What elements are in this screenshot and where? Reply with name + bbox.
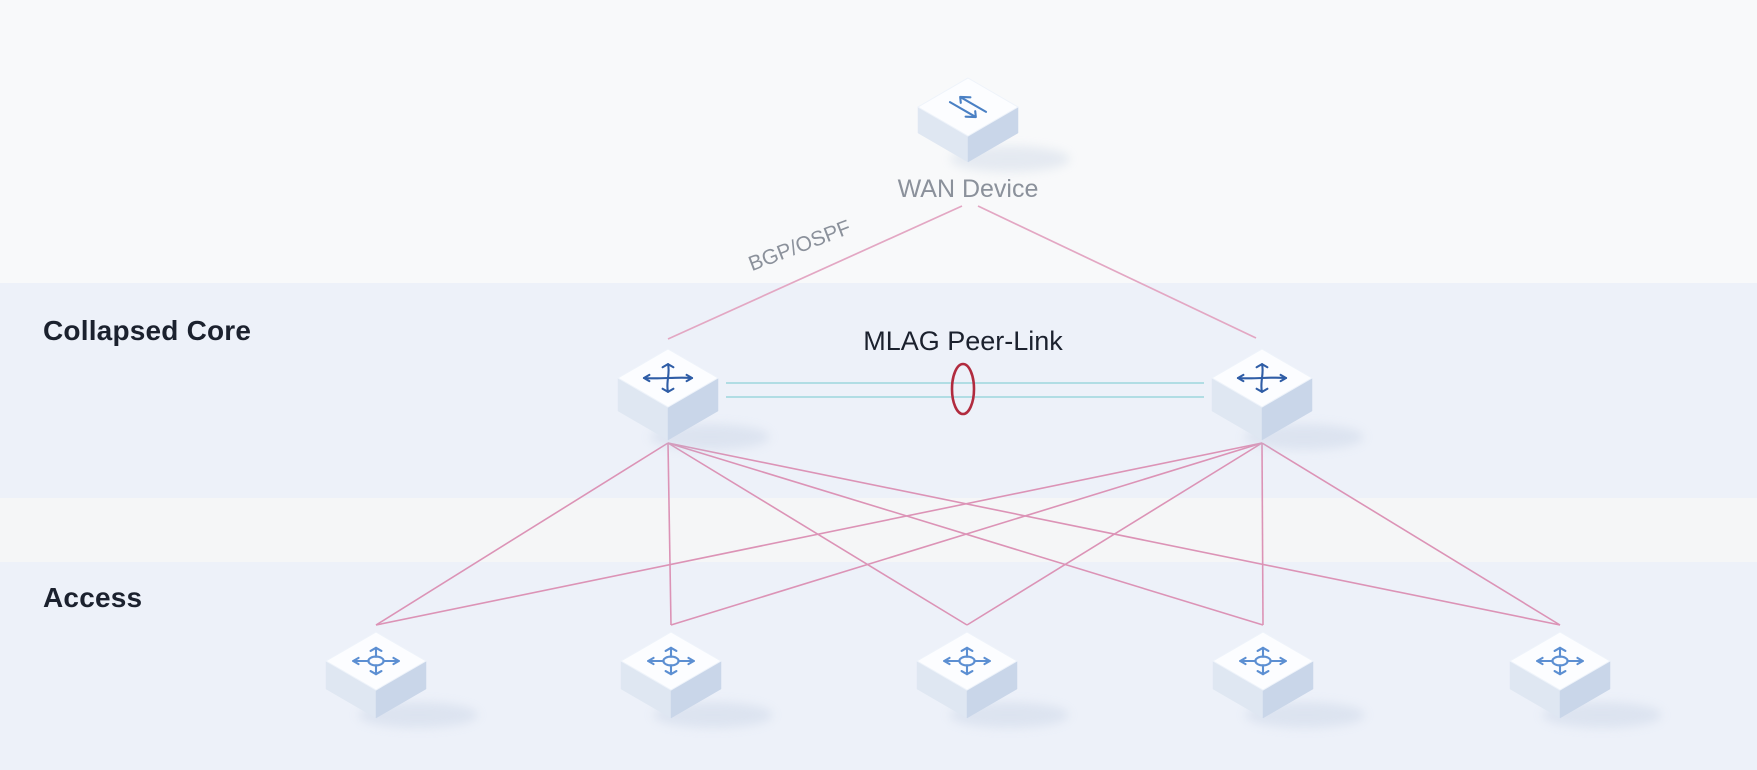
mlag-peer-link-label: MLAG Peer-Link bbox=[863, 326, 1063, 356]
wan-core2-link bbox=[977, 205, 1257, 339]
core2-access3-link bbox=[966, 442, 1263, 626]
section-label-access: Access bbox=[43, 582, 142, 613]
core1-access2-link bbox=[667, 442, 672, 626]
access-switch-3 bbox=[916, 631, 1069, 728]
wan-core1-link bbox=[667, 205, 963, 340]
core-switch-1 bbox=[617, 348, 770, 450]
access-zone-band bbox=[0, 562, 1757, 770]
access-icon bbox=[944, 648, 990, 674]
access-switch-4 bbox=[1212, 631, 1365, 728]
access-icon bbox=[353, 648, 399, 674]
access-switch-2 bbox=[620, 631, 773, 728]
access-icon bbox=[1537, 648, 1583, 674]
wan-zone-band bbox=[0, 0, 1757, 283]
core-icon bbox=[644, 364, 692, 392]
wan-device bbox=[917, 77, 1070, 172]
section-label-collapsed-core: Collapsed Core bbox=[43, 315, 251, 346]
zone-divider-band bbox=[0, 498, 1757, 562]
access-switch-1 bbox=[325, 631, 478, 728]
collapsed-core-zone-band bbox=[0, 283, 1757, 498]
core2-access1-link bbox=[375, 442, 1263, 626]
wan-icon bbox=[945, 94, 991, 120]
core2-access5-link bbox=[1261, 442, 1561, 626]
peer-link-highlight-ellipse bbox=[950, 362, 976, 416]
core-switch-2 bbox=[1211, 348, 1364, 450]
access-icon bbox=[1240, 648, 1286, 674]
core2-access4-link bbox=[1261, 442, 1264, 626]
access-icon bbox=[648, 648, 694, 674]
core-icon bbox=[1238, 364, 1286, 392]
links-layer bbox=[375, 205, 1561, 626]
wan-device-label: WAN Device bbox=[898, 175, 1039, 203]
core1-access1-link bbox=[375, 442, 669, 626]
access-switch-5 bbox=[1509, 631, 1662, 728]
core2-access2-link bbox=[670, 442, 1263, 626]
devices-layer bbox=[325, 77, 1662, 728]
